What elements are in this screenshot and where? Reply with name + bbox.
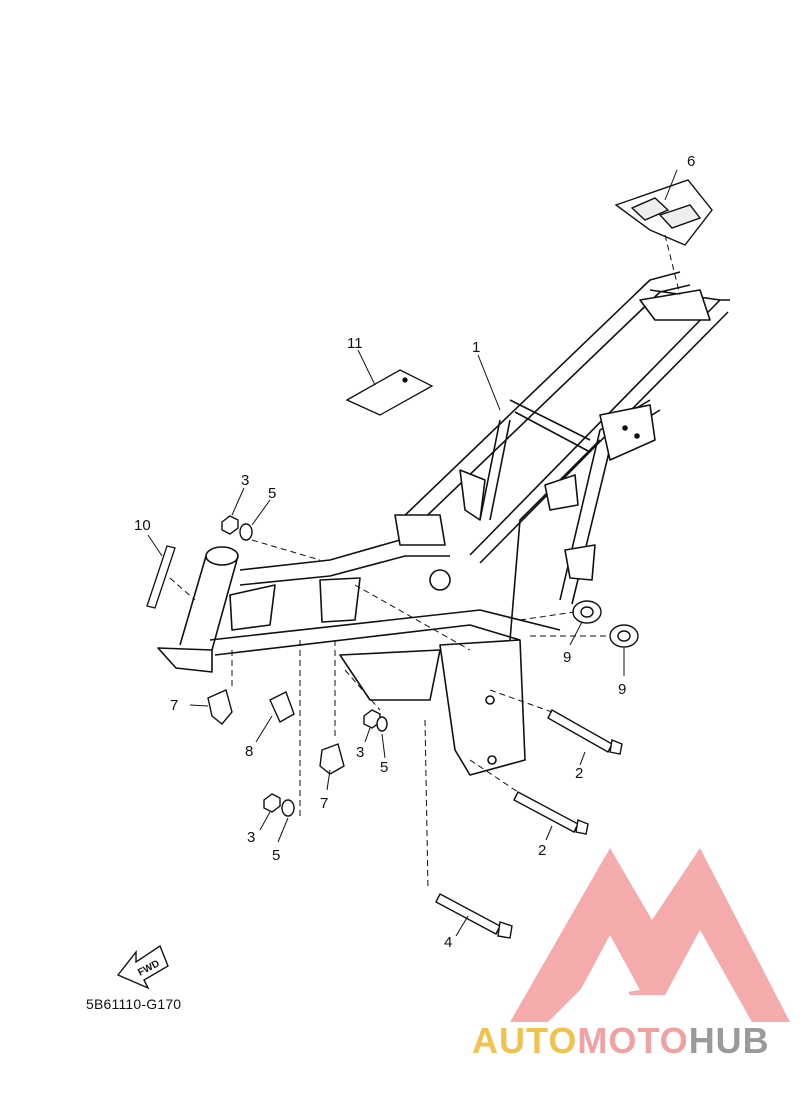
bolt-2b: [513, 791, 589, 835]
washer-5c: [281, 799, 295, 817]
fwd-arrow-icon: FWD: [116, 944, 169, 990]
callout-5b: 5: [380, 759, 388, 776]
callout-numbers: 6 11 1 3 5 10 9 9 7 8 3 5 2 7 3 5 2 4: [134, 153, 695, 951]
callout-2a: 2: [575, 765, 583, 782]
washer-5a: [239, 523, 253, 541]
watermark-text: AUTOMOTOHUB: [472, 1020, 770, 1062]
watermark-part2: MOTO: [577, 1020, 689, 1061]
callout-2b: 2: [538, 842, 546, 859]
part-11-label: [345, 369, 434, 416]
hardware: [207, 515, 639, 939]
callout-9a: 9: [563, 649, 571, 666]
callout-9b: 9: [618, 681, 626, 698]
watermark-part1: AUTO: [472, 1020, 578, 1061]
clamp-8: [269, 691, 295, 723]
callout-8: 8: [245, 743, 253, 760]
part-6-plate: [614, 179, 713, 246]
washer-5b: [376, 716, 388, 732]
callout-5c: 5: [272, 847, 280, 864]
callout-4: 4: [444, 934, 452, 951]
watermark-part3: HUB: [688, 1020, 770, 1061]
diagram-code: 5B61110-G170: [86, 996, 182, 1012]
callout-11: 11: [347, 335, 363, 352]
callout-3b: 3: [356, 744, 364, 761]
bolt-4: [435, 893, 513, 939]
leader-lines: [147, 169, 678, 937]
callout-7a: 7: [170, 697, 178, 714]
callout-7b: 7: [320, 795, 328, 812]
bolt-2a: [547, 709, 623, 755]
part-10-strip: [146, 545, 176, 609]
nut-3c: [263, 793, 281, 813]
clamp-7b: [319, 743, 345, 775]
callout-3c: 3: [247, 829, 255, 846]
dashed-lines: [169, 234, 681, 891]
clamp-7a: [207, 689, 233, 725]
callout-3a: 3: [241, 472, 249, 489]
nut-3a: [221, 515, 239, 535]
main-frame: [157, 271, 730, 776]
watermark-logo: [510, 848, 790, 1022]
callout-10: 10: [134, 517, 151, 534]
callout-1: 1: [472, 339, 480, 356]
callout-5a: 5: [268, 485, 276, 502]
callout-6: 6: [687, 153, 695, 170]
